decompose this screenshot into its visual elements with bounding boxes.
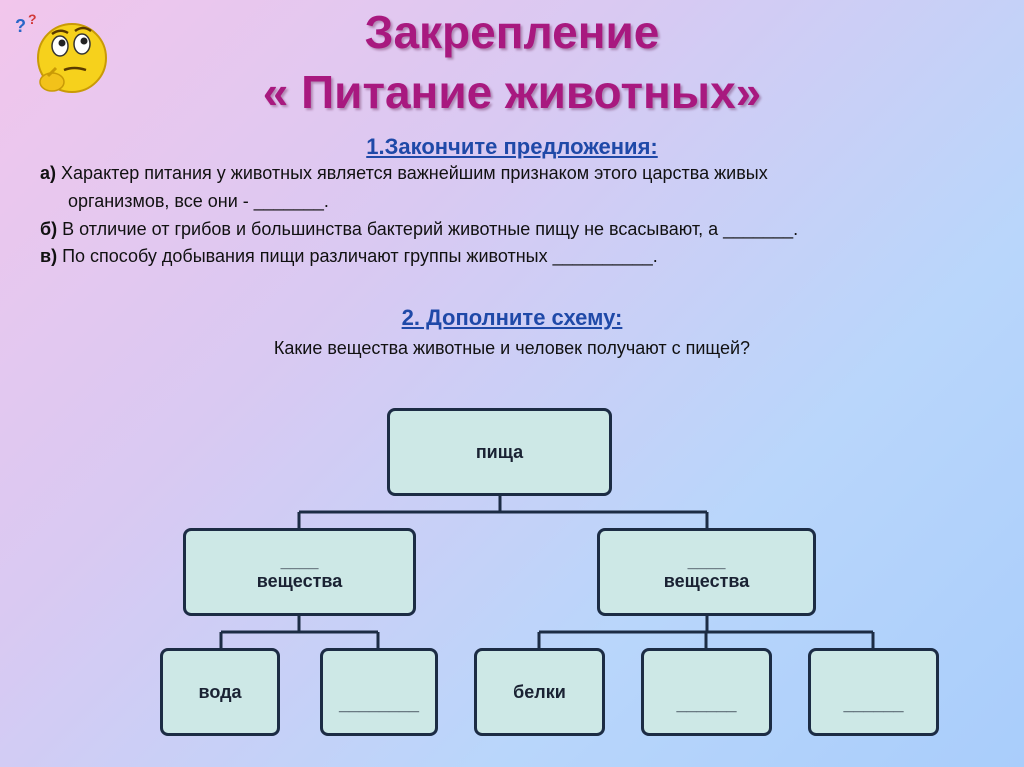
node-leaf-4: ______ — [641, 648, 772, 736]
sentence-a-marker: а) — [40, 163, 57, 183]
node-root-label: пища — [475, 441, 524, 462]
node-leaf-3-label: белки — [513, 681, 566, 702]
section2-heading: 2. Дополните схему: — [401, 305, 623, 330]
node-leaf-4-label: ______ — [676, 694, 737, 714]
sentence-b-marker: б) — [40, 219, 58, 239]
sentence-c: в) По способу добывания пищи различают г… — [40, 246, 658, 267]
svg-text:?: ? — [28, 11, 37, 27]
node-root: пища — [387, 408, 612, 496]
node-left: ____ вещества — [183, 528, 416, 616]
sentence-b-text: В отличие от грибов и большинства бактер… — [62, 219, 799, 239]
node-leaf-5-label: ______ — [843, 694, 904, 714]
sentence-c-text: По способу добывания пищи различают груп… — [62, 246, 658, 266]
section2-question: Какие вещества животные и человек получа… — [273, 338, 751, 358]
node-right: ____ вещества — [597, 528, 816, 616]
sentence-c-marker: в) — [40, 246, 58, 266]
node-leaf-2: ________ — [320, 648, 438, 736]
node-leaf-5: ______ — [808, 648, 939, 736]
node-left-blank: ____ — [280, 551, 319, 571]
node-leaf-1-label: вода — [198, 681, 242, 702]
node-leaf-1: вода — [160, 648, 280, 736]
sentence-b: б) В отличие от грибов и большинства бак… — [40, 219, 798, 240]
svg-text:?: ? — [15, 16, 26, 36]
sentence-a-text: Характер питания у животных является важ… — [61, 163, 768, 183]
thinking-smiley-icon: ? ? — [15, 11, 107, 93]
section1-heading: 1.Закончите предложения: — [366, 134, 658, 159]
sentence-a-line-1: а) Характер питания у животных является … — [40, 163, 768, 184]
node-leaf-3: белки — [474, 648, 605, 736]
node-right-blank: ____ — [687, 551, 726, 571]
node-right-label: вещества — [663, 570, 750, 591]
node-left-label: вещества — [256, 570, 343, 591]
sentence-a-line-2: организмов, все они - _______. — [68, 191, 329, 211]
title-line-1: Закрепление — [364, 6, 660, 58]
node-leaf-2-label: ________ — [338, 694, 420, 714]
title-line-2: « Питание животных» — [262, 66, 762, 118]
